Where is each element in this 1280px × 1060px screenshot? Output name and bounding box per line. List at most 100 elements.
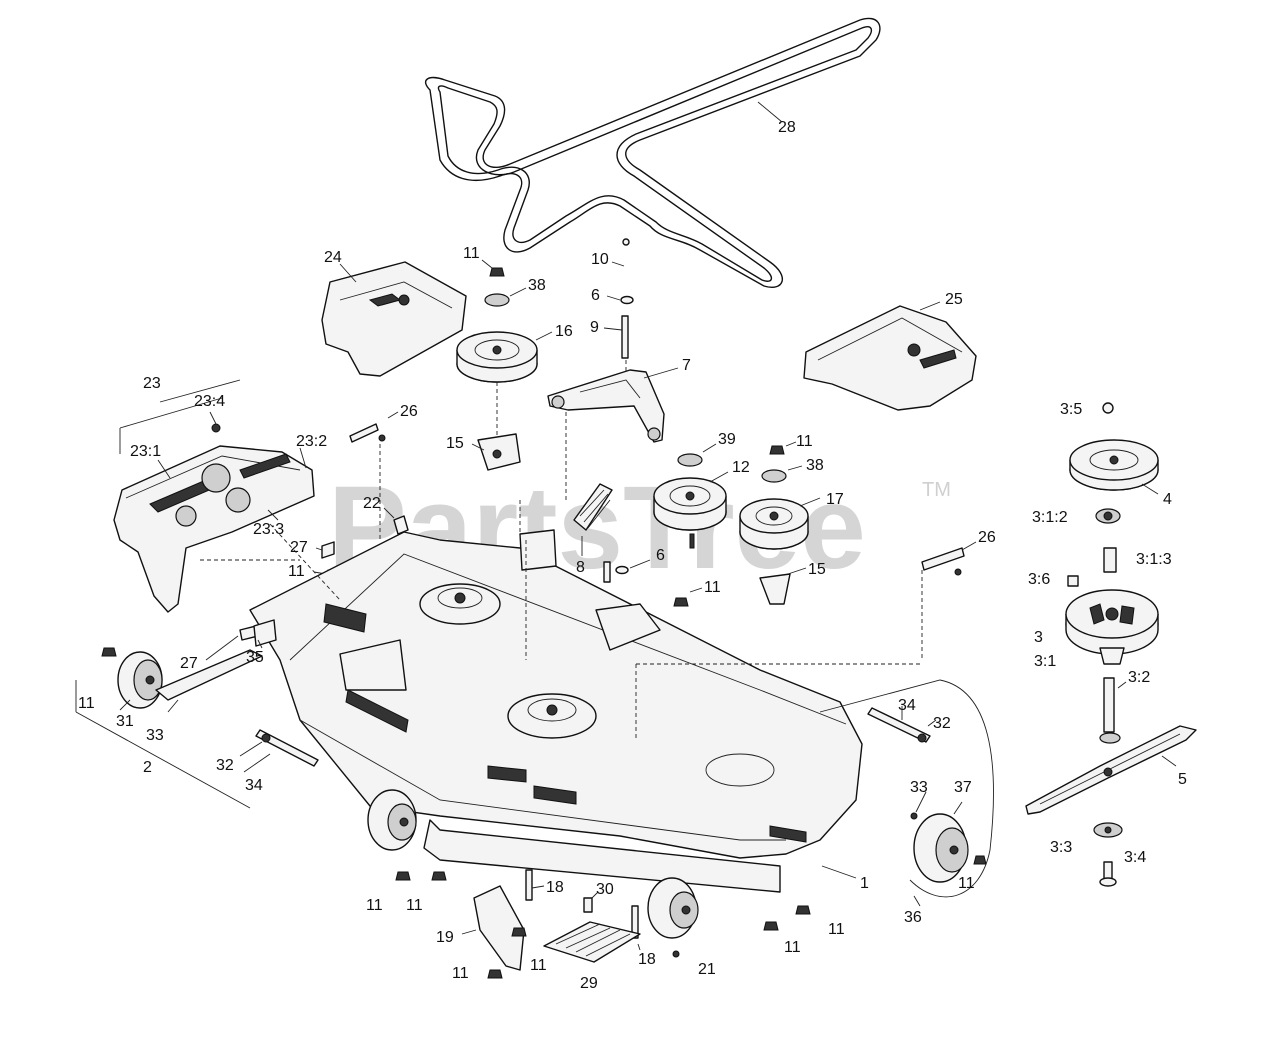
part-18-bolt-b[interactable] [631, 905, 639, 939]
part-21-nut[interactable] [672, 950, 680, 958]
callout-1: 1 [860, 875, 869, 892]
callout-9: 9 [590, 319, 599, 336]
callout-19: 19 [436, 929, 454, 946]
callout-18: 18 [546, 879, 564, 896]
idler-arm-7[interactable] [547, 369, 665, 443]
part-34-axle-right[interactable] [867, 707, 931, 743]
part-3-6-fitting[interactable] [1067, 575, 1079, 587]
callout-33-right: 33 [910, 779, 928, 796]
callout-7: 7 [682, 357, 691, 374]
part-30-pin[interactable] [583, 897, 593, 913]
callout-11-fl-b: 11 [406, 897, 423, 914]
callout-39: 39 [718, 431, 736, 448]
part-15-bracket-right[interactable] [759, 573, 791, 605]
front-wheel-left[interactable] [367, 789, 417, 851]
callout-11-left: 11 [288, 563, 305, 580]
deck-cover-23[interactable] [113, 445, 315, 613]
pulley-12[interactable] [653, 477, 727, 531]
callout-4: 4 [1163, 491, 1172, 508]
callout-30: 30 [596, 881, 614, 898]
belt-cover-left[interactable] [321, 261, 467, 377]
spring-8[interactable] [573, 483, 613, 531]
pulley-16[interactable] [456, 331, 538, 383]
part-39-washer[interactable] [677, 453, 703, 467]
callout-3-1-2: 3:1:2 [1032, 509, 1068, 526]
part-11-nut-bottom[interactable] [487, 969, 503, 979]
part-29-step-plate[interactable] [543, 921, 641, 963]
spindle-housing-3[interactable] [1065, 589, 1159, 665]
callout-28: 28 [778, 119, 796, 136]
callout-37: 37 [954, 779, 972, 796]
part-11-nut-r2[interactable] [795, 905, 811, 915]
part-23-4-knob[interactable] [211, 423, 221, 433]
part-32-bushing-left[interactable] [261, 733, 271, 743]
gauge-wheel-right[interactable] [913, 813, 969, 883]
part-35-bracket[interactable] [253, 619, 277, 647]
part-34-axle-left[interactable] [255, 729, 319, 767]
part-19-bracket[interactable] [473, 885, 525, 971]
part-33-spacer-right[interactable] [910, 812, 918, 820]
callout-23-4: 23:4 [194, 393, 225, 410]
callout-11-wheel-right: 11 [958, 875, 975, 892]
callout-12: 12 [732, 459, 750, 476]
part-11-nut-center[interactable] [673, 597, 689, 607]
mower-deck-1[interactable] [249, 529, 863, 893]
part-11-nut-r1[interactable] [763, 921, 779, 931]
callout-33: 33 [146, 727, 164, 744]
callout-23-2: 23:2 [296, 433, 327, 450]
part-3-5-nut[interactable] [1102, 402, 1114, 414]
callout-25: 25 [945, 291, 963, 308]
part-bolt-center[interactable] [603, 561, 611, 583]
part-11-nut-right[interactable] [769, 445, 785, 455]
gauge-wheel-left[interactable] [117, 649, 263, 709]
part-27-clip[interactable] [321, 541, 335, 559]
callout-3-3: 3:3 [1050, 839, 1072, 856]
part-38-washer-top[interactable] [484, 293, 510, 307]
callout-6-center: 6 [656, 547, 665, 564]
callout-3: 3 [1034, 629, 1043, 646]
callout-11-wheel: 11 [78, 695, 95, 712]
part-10-pin[interactable] [622, 238, 630, 246]
part-18-bolt-a[interactable] [525, 869, 533, 901]
part-11-nut-top[interactable] [489, 267, 505, 277]
part-9-bolt[interactable] [621, 315, 629, 359]
part-3-2-shaft[interactable] [1103, 677, 1115, 733]
callout-36: 36 [904, 909, 922, 926]
callout-11-19: 11 [530, 957, 547, 974]
callout-22: 22 [363, 495, 381, 512]
part-11-nut-fl-b[interactable] [431, 871, 447, 881]
part-32-bushing-right[interactable] [917, 733, 927, 743]
part-6-washer[interactable] [620, 295, 634, 305]
part-12-bolt[interactable] [689, 533, 695, 549]
part-6-washer-center[interactable] [615, 565, 629, 575]
front-wheel-center[interactable] [647, 877, 699, 939]
callout-29: 29 [580, 975, 598, 992]
belt-cover-right[interactable] [803, 305, 977, 411]
part-22-bolt[interactable] [393, 515, 409, 535]
callout-38-right: 38 [806, 457, 824, 474]
callout-26-right: 26 [978, 529, 996, 546]
callout-27-lower: 27 [180, 655, 198, 672]
part-11-nut-19[interactable] [511, 927, 527, 937]
callout-15-left: 15 [446, 435, 464, 452]
part-11-nut-wheel[interactable] [101, 647, 117, 657]
callout-3-4: 3:4 [1124, 849, 1146, 866]
callout-3-5: 3:5 [1060, 401, 1082, 418]
callout-11-right: 11 [796, 433, 813, 450]
callout-21: 21 [698, 961, 716, 978]
part-3-1-3-spacer[interactable] [1103, 547, 1117, 573]
part-26-stud-left[interactable] [349, 423, 379, 443]
part-11-nut-wheel-right[interactable] [973, 855, 987, 865]
callout-2: 2 [143, 759, 152, 776]
pulley-17[interactable] [739, 498, 809, 550]
part-26-stud-right[interactable] [921, 547, 965, 571]
part-38-washer-right[interactable] [761, 469, 787, 483]
part-11-nut-fl-a[interactable] [395, 871, 411, 881]
callout-15-right: 15 [808, 561, 826, 578]
drive-belt[interactable] [425, 17, 881, 288]
blade-5[interactable] [1025, 725, 1197, 815]
callout-38: 38 [528, 277, 546, 294]
callout-10: 10 [591, 251, 609, 268]
pulley-4[interactable] [1069, 439, 1159, 491]
